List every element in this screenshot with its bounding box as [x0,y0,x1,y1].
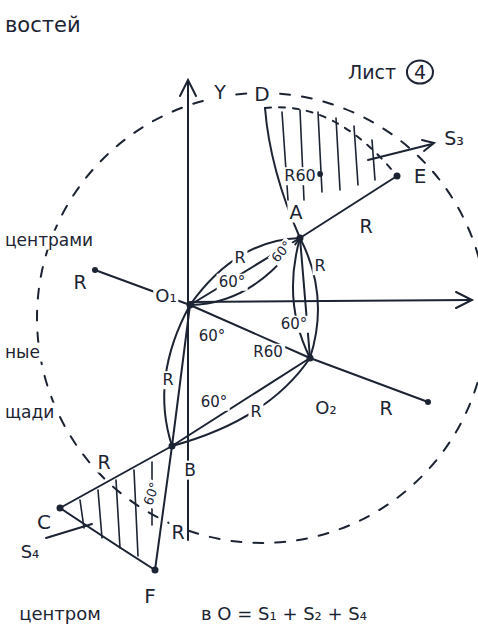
dimension-label: R [71,272,88,293]
dimension-label: R [169,522,186,543]
margin-note: востей [3,14,83,37]
angle-label: 60° [199,394,230,411]
dimension-label: R [357,216,374,237]
x-arrow [456,292,472,308]
arc [172,358,310,446]
dimension-label: R [95,452,112,473]
angle-label: 60° [141,479,164,509]
dimension-label: R60 [251,344,285,361]
points [57,171,432,574]
angle-label: 60° [279,316,310,333]
radius-line [155,446,172,570]
point-label: O₁ [153,286,178,306]
arc [60,508,155,570]
dimension-label: R [377,398,394,419]
y-arrow [180,80,196,96]
radius-line [190,305,310,358]
leader-line [368,144,432,160]
dimension-label: R [232,249,247,267]
margin-note: щади [3,403,56,422]
dimension-label: R [160,371,175,389]
point-label: A [288,202,305,223]
area-label: S₄ [19,542,42,562]
point-label: B [182,461,198,480]
arc [190,238,300,305]
radius-line [310,358,428,402]
radius-line [172,358,310,446]
point-label: F [142,585,158,607]
arc [190,238,300,305]
point-label: D [252,83,271,105]
radius-line [190,238,300,305]
sheet-label: Лист [346,62,398,83]
area-label: S₃ [442,128,466,149]
arc [293,238,310,358]
margin-note: центрами [3,231,95,250]
angle-label: 60° [217,274,248,291]
radius-line [300,176,397,238]
margin-note: центром [17,604,103,624]
axis-label: Y [212,82,228,103]
hatching [80,462,152,556]
dashed-circle [37,93,478,543]
margin-note: ные [3,343,42,362]
formula-text: в О = S₁ + S₂ + S₄ [199,604,369,624]
angle-label: 60° [197,328,228,345]
dimension-label: R [248,403,263,421]
sheet-number: 4 [406,60,434,85]
point-label: E [412,165,429,187]
hatching [282,110,375,200]
dimension-label: R60 [282,167,317,185]
leader-arrow [422,140,434,151]
point-label: O₂ [313,398,338,418]
x-axis [190,300,470,302]
radius-line [95,270,190,305]
point-label: C [35,511,53,533]
dimension-label: R [312,257,327,275]
